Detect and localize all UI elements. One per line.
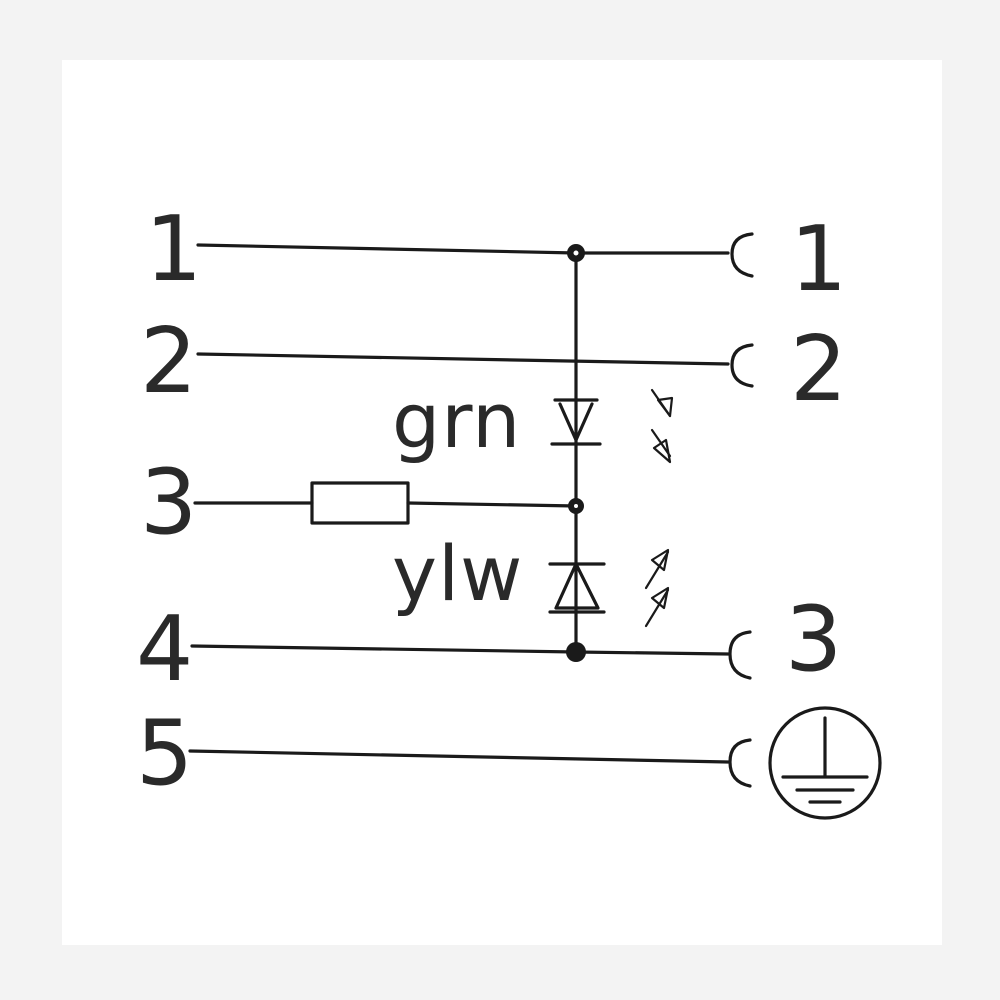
socket-contact-ground-icon xyxy=(728,738,752,788)
protective-earth-icon xyxy=(768,706,882,820)
right-pin-3-label: 3 xyxy=(785,587,842,692)
junction-dot-bottom xyxy=(566,642,586,662)
left-pin-4-label: 4 xyxy=(136,597,193,702)
junction-dot-top-core xyxy=(570,247,582,259)
socket-contact-3-icon xyxy=(728,630,752,680)
led-grn-light-arrows-icon xyxy=(650,388,674,464)
led-ylw-label: ylw xyxy=(392,529,523,618)
led-ylw-light-arrows-icon xyxy=(644,548,670,628)
led-grn-diode-symbol xyxy=(550,398,602,446)
socket-contact-2-icon xyxy=(730,343,754,388)
led-ylw-diode-symbol xyxy=(548,562,606,614)
resistor-symbol xyxy=(310,481,410,525)
left-pin-5-label: 5 xyxy=(136,701,193,806)
wire-4 xyxy=(190,644,730,656)
left-pin-3-label: 3 xyxy=(140,450,197,555)
wire-5 xyxy=(188,749,730,764)
junction-dot-mid-core xyxy=(571,501,581,511)
left-pin-1-label: 1 xyxy=(145,197,202,302)
led-grn-label: grn xyxy=(392,376,521,465)
wire-1 xyxy=(196,243,730,255)
right-pin-2-label: 2 xyxy=(790,317,847,422)
wire-3-right xyxy=(406,501,578,508)
left-pin-2-label: 2 xyxy=(140,309,197,414)
socket-contact-1-icon xyxy=(730,232,754,278)
right-pin-1-label: 1 xyxy=(790,207,847,312)
wire-2 xyxy=(196,352,730,366)
